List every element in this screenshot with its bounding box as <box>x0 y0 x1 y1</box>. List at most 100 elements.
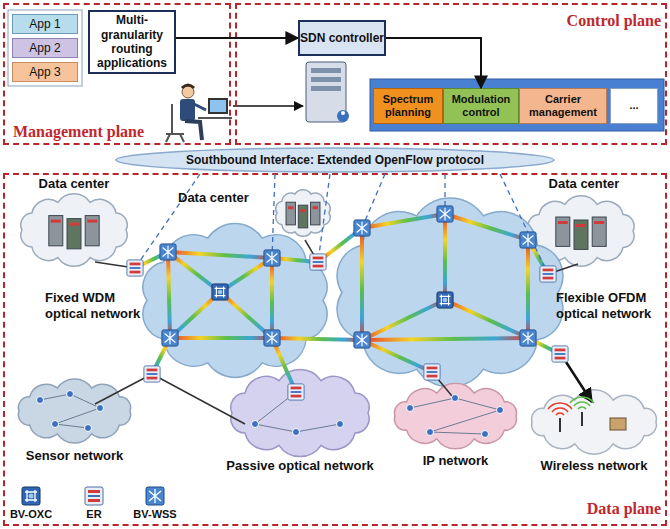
deco-device <box>85 425 92 432</box>
antenna <box>559 418 561 432</box>
deco-device <box>427 429 434 436</box>
legend-label: BV-WSS <box>125 508 185 520</box>
wireless-wave <box>578 407 586 409</box>
deco-link <box>70 394 100 408</box>
deco-device <box>407 405 414 412</box>
server-light <box>594 221 604 224</box>
fiber-link <box>360 228 364 340</box>
switch-icon <box>144 366 160 382</box>
plane-label: Management plane <box>13 122 173 141</box>
server-light <box>300 209 305 212</box>
server-rack <box>298 205 307 228</box>
wireless-wave <box>574 402 590 406</box>
network-label: Flexible OFDM optical network <box>556 290 660 321</box>
deco-link <box>430 432 485 434</box>
switch-icon <box>264 330 280 346</box>
fiber-link <box>362 214 445 228</box>
datacenter-label: Data center <box>536 176 632 192</box>
deco-device <box>452 395 459 402</box>
server-icon <box>306 62 349 122</box>
controller-box: SDN controller <box>298 20 386 56</box>
deco-link <box>430 410 500 432</box>
interface-label: Southbound Interface: Extended OpenFlow … <box>186 153 484 167</box>
operator-figure <box>166 85 232 142</box>
app-label: App 2 <box>29 41 60 55</box>
deco-device <box>97 405 104 412</box>
server-rack <box>574 220 588 249</box>
oxc-legend-icon <box>22 487 40 505</box>
cloud-outline <box>270 186 336 240</box>
datacenter-label: Data center <box>15 176 133 192</box>
app-box: App 3 <box>12 62 78 82</box>
deco-link <box>296 424 340 432</box>
cloud-shape <box>143 224 327 378</box>
function-box: ... <box>610 88 658 124</box>
control-arrow <box>176 37 298 39</box>
control-link <box>500 174 548 274</box>
deco-link <box>40 394 70 400</box>
switch-icon <box>310 254 326 270</box>
interface-ellipse: Southbound Interface: Extended OpenFlow … <box>115 147 555 173</box>
server-rack <box>556 217 570 246</box>
switch-icon <box>212 284 228 300</box>
legend-label: BV-OXC <box>1 508 61 520</box>
control-link <box>272 174 275 258</box>
cloud-shape <box>21 194 127 266</box>
plane-region: SDN controllerSpectrum planningModulatio… <box>235 3 667 145</box>
function-box: Carrier management <box>519 88 607 124</box>
server-light <box>576 224 586 227</box>
server-rack <box>67 219 81 249</box>
wireless-wave <box>570 397 594 403</box>
switch-icon <box>520 330 536 346</box>
network-cloud: Fixed WDM optical network <box>45 228 330 373</box>
server-light <box>558 221 568 224</box>
antenna <box>581 412 583 426</box>
fiber-link <box>362 300 445 340</box>
function-label: Carrier management <box>520 93 606 119</box>
app-label: App 3 <box>29 65 60 79</box>
cloud-shape <box>18 379 130 443</box>
cloud-shape <box>532 390 657 454</box>
datacenter-label: Data center <box>178 190 264 206</box>
switch-icon <box>437 292 453 308</box>
server-light <box>69 223 79 226</box>
plane-region: App 1 App 2 App 3 Multi-granularity routing… <box>3 3 231 145</box>
application-label: Multi-granularity routing applications <box>90 13 174 71</box>
switch-icon <box>424 364 440 380</box>
cloud-shape <box>395 383 517 449</box>
deco-link <box>255 424 296 432</box>
fiber-link <box>526 240 530 338</box>
fiber-link <box>445 214 528 240</box>
switch-icon <box>540 266 556 282</box>
house-icon <box>610 418 626 430</box>
server-rack <box>49 216 63 246</box>
app-label: App 1 <box>29 17 60 31</box>
network-label: Wireless network <box>525 458 663 474</box>
switch-icon <box>264 250 280 266</box>
switch-icon <box>127 260 143 276</box>
cloud-outline <box>15 194 133 266</box>
control-link <box>135 174 200 268</box>
server-rack <box>592 217 606 246</box>
server-light <box>87 220 97 223</box>
deco-device <box>67 391 74 398</box>
network-label: IP network <box>388 453 523 469</box>
fiber-link <box>272 338 362 340</box>
fiber-link <box>168 252 170 338</box>
switch-icon <box>288 384 304 400</box>
er-legend-icon <box>85 487 103 505</box>
app-box: App 2 <box>12 38 78 58</box>
interface-ellipse-shape <box>116 148 554 172</box>
fiber-link <box>270 258 274 338</box>
plane-label: Data plane <box>553 499 661 518</box>
function-label: Modulation control <box>444 93 518 119</box>
access-link <box>152 374 245 424</box>
function-label: ... <box>629 99 638 112</box>
application-box: Multi-granularity routing applications <box>88 10 176 74</box>
server-rack <box>286 202 295 225</box>
access-link <box>95 374 152 404</box>
cloud-shape <box>337 198 563 387</box>
deco-link <box>455 398 500 410</box>
network-label: Sensor network <box>12 448 137 464</box>
